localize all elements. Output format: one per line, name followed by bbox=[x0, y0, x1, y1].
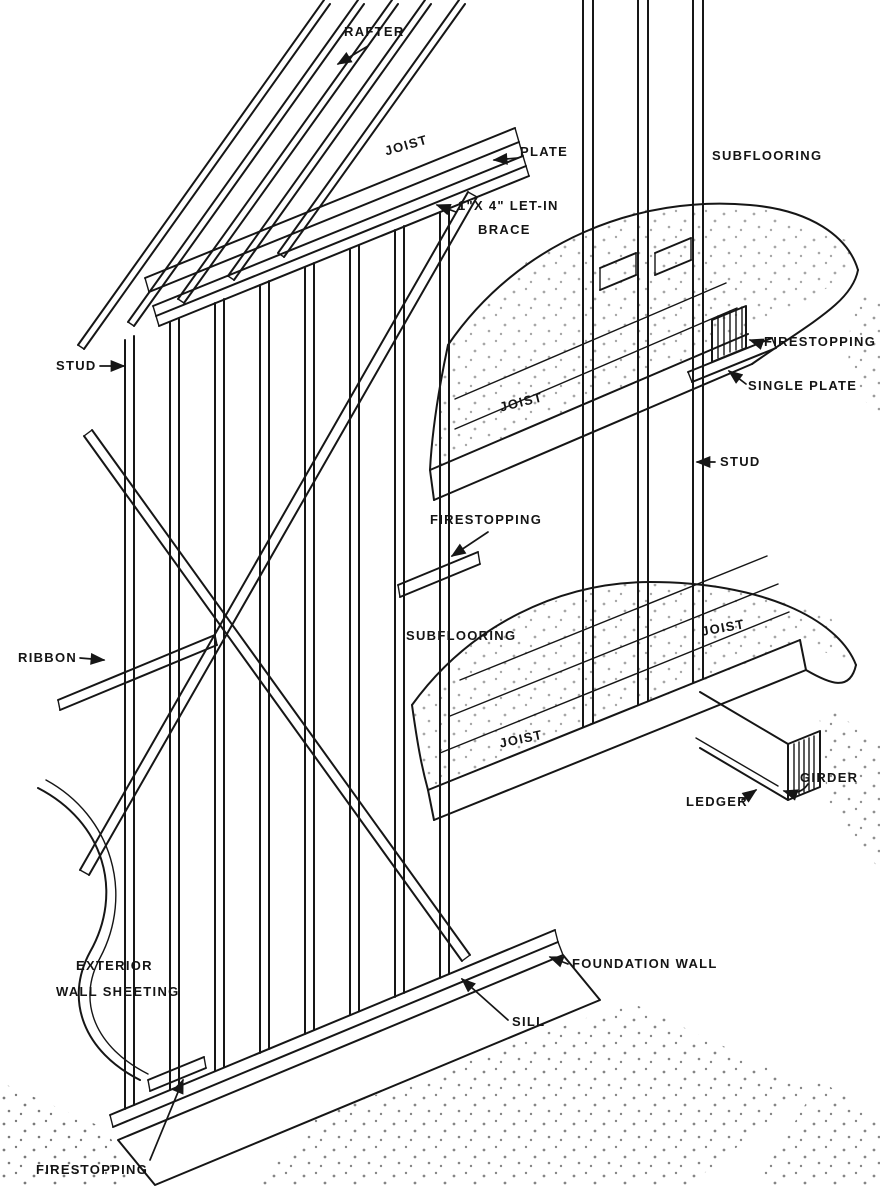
label-sill: SILL bbox=[512, 1014, 546, 1029]
label-subflooring-upper: SUBFLOORING bbox=[712, 148, 823, 163]
label-firestopping-mid: FIRESTOPPING bbox=[430, 512, 543, 527]
right-wall-studs bbox=[582, 0, 704, 728]
leader-rafter-arrow bbox=[336, 45, 369, 65]
leader-firestopping-bottom-arrow bbox=[149, 1078, 184, 1161]
firestopping-block-bottom bbox=[147, 1056, 207, 1092]
foundation-wall-block bbox=[117, 954, 601, 1186]
leader-ribbon-arrow bbox=[79, 652, 106, 665]
label-girder: GIRDER bbox=[800, 770, 859, 785]
leader-girder-arrow bbox=[782, 783, 809, 801]
leader-single-plate-arrow bbox=[727, 370, 747, 385]
label-stud-right: STUD bbox=[720, 454, 761, 469]
upper-firestopping-blocks bbox=[599, 237, 692, 291]
second-floor-platform bbox=[429, 202, 859, 501]
let-in-braces bbox=[79, 191, 478, 962]
leader-sill-arrow bbox=[460, 978, 509, 1021]
leader-brace-arrow bbox=[435, 204, 457, 216]
leader-ledger-arrow bbox=[741, 789, 758, 803]
label-firestopping-bottom: FIRESTOPPING bbox=[36, 1162, 149, 1177]
firestopping-hatched-block bbox=[711, 305, 747, 363]
leader-firestopping-right-arrow bbox=[748, 338, 765, 350]
ground-stipple bbox=[0, 290, 880, 1186]
label-rafter: RAFTER bbox=[344, 24, 405, 39]
leader-foundation-arrow bbox=[548, 956, 569, 968]
label-brace-line2: BRACE bbox=[478, 222, 531, 237]
first-floor-platform bbox=[411, 555, 857, 821]
label-subflooring-lower: SUBFLOORING bbox=[406, 628, 517, 643]
leader-lines bbox=[79, 45, 809, 1161]
label-exterior-line1: EXTERIOR bbox=[76, 958, 153, 973]
label-single-plate: SINGLE PLATE bbox=[748, 378, 858, 393]
leader-plate-arrow bbox=[492, 152, 519, 165]
leader-firestopping-mid-arrow bbox=[450, 531, 489, 557]
label-firestopping-right: FIRESTOPPING bbox=[764, 334, 877, 349]
label-foundation-wall: FOUNDATION WALL bbox=[572, 956, 718, 971]
attic-joist-band bbox=[144, 127, 524, 293]
label-exterior-line2: WALL SHEETING bbox=[56, 984, 180, 999]
label-ledger: LEDGER bbox=[686, 794, 748, 809]
left-wall-studs bbox=[124, 207, 450, 1110]
label-brace-line1: 1"X 4" LET-IN bbox=[458, 198, 559, 213]
label-stud-left: STUD bbox=[56, 358, 97, 373]
label-ribbon: RIBBON bbox=[18, 650, 78, 665]
rafters bbox=[77, 0, 466, 350]
ribbon-board bbox=[57, 634, 218, 711]
top-plate bbox=[152, 155, 530, 327]
girder-assembly bbox=[695, 691, 821, 801]
sheeting-tear bbox=[37, 779, 149, 1081]
label-plate: PLATE bbox=[520, 144, 569, 159]
sill-plate bbox=[109, 929, 564, 1128]
firestopping-block-mid bbox=[397, 551, 481, 598]
